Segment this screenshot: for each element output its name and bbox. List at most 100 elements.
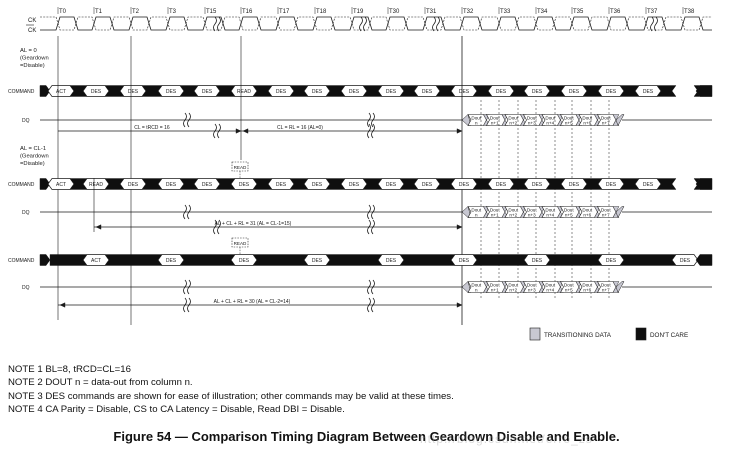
cmd-label-0-6: DES [276, 89, 287, 95]
cmd-label-0-4: DES [202, 89, 213, 95]
dq-dout-bottom-0-0: n [475, 121, 478, 126]
timing-arrowhead-0-1b [456, 128, 463, 134]
cmd-tail-1 [695, 178, 713, 190]
break-dq3-1-a [367, 279, 371, 295]
dq-dout-top-1-6: Dout [582, 208, 592, 213]
break-dq1-0-b [187, 112, 191, 128]
dq-dout-bottom-1-1: n+1 [491, 213, 499, 218]
cmd-label-2-6: DES [532, 258, 543, 264]
break-t1-b-b [371, 123, 375, 139]
dq-dout-top-2-7: Dout [601, 283, 611, 288]
cmd-box-0-2 [119, 85, 147, 97]
dq-dout-bottom-2-6: n+6 [583, 288, 591, 293]
clock-tick-T16: T16 [242, 9, 253, 15]
dq-dout-bottom-0-5: n+5 [565, 121, 573, 126]
clock-tick-T37: T37 [647, 9, 658, 15]
dq-dout-bottom-1-2: n+2 [509, 213, 517, 218]
cmd-box-0-10 [413, 85, 441, 97]
break-dq1-0-a [183, 112, 187, 128]
cmd-label-1-0: ACT [56, 182, 66, 188]
clock-tick-T35: T35 [573, 9, 584, 15]
clock-tick-T2: T2 [132, 9, 140, 15]
section1-label-0: AL = 0 [20, 48, 37, 54]
dq-dout-top-1-7: Dout [601, 208, 611, 213]
cmd-box-0-15 [597, 85, 625, 97]
timing-arrowhead-2-0a [59, 302, 66, 308]
cmd-label-1-3: DES [166, 182, 177, 188]
dq-dout-bottom-2-7: n+7 [602, 288, 610, 293]
dq-dout-bottom-2-5: n+5 [565, 288, 573, 293]
cmd-label-0-16: DES [643, 89, 654, 95]
cmd-label-0-7: DES [312, 89, 323, 95]
legend-transition-label: TRANSITIONING DATA [544, 332, 612, 339]
cmd-box-1-14 [560, 178, 588, 190]
break-t3-a-a [183, 297, 187, 313]
dq-label-1: DQ [22, 210, 30, 216]
cmd-fill-2-6 [545, 254, 603, 266]
read-ghost-2: READ [234, 241, 247, 246]
cmd-box-2-7 [597, 254, 625, 266]
cmd-box-1-7 [303, 178, 331, 190]
cmd-box-1-4 [193, 178, 221, 190]
cmd-box-1-11 [450, 178, 478, 190]
cmd-lead-0 [39, 85, 51, 97]
cmd-fill-2-2 [252, 254, 309, 266]
dq-dout-bottom-1-0: n [475, 213, 478, 218]
clock-tick-T31: T31 [426, 9, 437, 15]
cmd-label-1-14: DES [569, 182, 580, 188]
figure-caption: Figure 54 — Comparison Timing Diagram Be… [113, 429, 620, 444]
timing-text-1-0: AL + CL + RL = 31 (AL = CL-1=15) [215, 221, 292, 227]
cmd-label-0-15: DES [606, 89, 617, 95]
break-t2-b-a [367, 219, 371, 235]
note-2: NOTE 2 DOUT n = data-out from column n. [8, 377, 193, 389]
break-t2-b-b [371, 219, 375, 235]
cmd-label-2-0: ACT [91, 258, 101, 264]
clock-break-0-a [213, 16, 217, 32]
cmd-box-0-3 [157, 85, 185, 97]
dq-dout-top-2-0: Dout [471, 283, 481, 288]
cmd-label-2-3: DES [312, 258, 323, 264]
clock-break-1-b [363, 16, 367, 32]
dq-dout-bottom-1-3: n+3 [528, 213, 536, 218]
legend-dontcare-swatch [635, 327, 647, 341]
read-ghost-1: READ [234, 165, 247, 170]
timing-text-0-0: CL = tRCD = 16 [134, 125, 170, 131]
clock-tick-T17: T17 [279, 9, 290, 15]
dq-dout-bottom-0-6: n+6 [583, 121, 591, 126]
cmd-box-1-9 [377, 178, 405, 190]
note-1: NOTE 1 BL=8, tRCD=CL=16 [8, 364, 131, 375]
clock-break-3-b [654, 16, 658, 32]
cmd-box-1-16 [634, 178, 662, 190]
clock-tick-T19: T19 [353, 9, 364, 15]
clock-tick-T1: T1 [95, 9, 103, 15]
cmd-box-0-12 [487, 85, 515, 97]
clock-ck-n-wave [40, 16, 712, 31]
cmd-label-1-2: DES [128, 182, 139, 188]
cmd-label-1-12: DES [496, 182, 507, 188]
break-dq2-1-b [371, 204, 375, 220]
cmd-fill-2-7 [619, 254, 677, 266]
cmd-label-1-10: DES [422, 182, 433, 188]
cmd-label-0-12: DES [496, 89, 507, 95]
notes: NOTE 1 BL=8, tRCD=CL=16 NOTE 2 DOUT n = … [8, 363, 454, 417]
cmd-tail-2 [695, 254, 713, 266]
cmd-label-2-7: DES [606, 258, 617, 264]
clock-tick-T0: T0 [59, 9, 67, 15]
note-4: NOTE 4 CA Parity = Disable, CS to CA Lat… [8, 404, 345, 416]
cmd-label-0-11: DES [459, 89, 470, 95]
dq-dout-top-0-6: Dout [582, 116, 592, 121]
cmd-box-1-5 [230, 178, 258, 190]
dq-dout-top-2-4: Dout [545, 283, 555, 288]
dq-dout-top-2-3: Dout [527, 283, 537, 288]
cmd-box-1-8 [340, 178, 368, 190]
clock-ck-wave [40, 16, 712, 31]
cmd-box-2-4 [377, 254, 405, 266]
section1-label-2: =Disable) [20, 63, 45, 69]
cmd-label-0-8: DES [349, 89, 360, 95]
section2-label-2: =Disable) [20, 161, 45, 167]
cmd-label-1-9: DES [386, 182, 397, 188]
clock-break-3-a [650, 16, 654, 32]
break-dq2-0-a [183, 204, 187, 220]
break-dq3-1-b [371, 279, 375, 295]
ck-label: CK [28, 18, 36, 24]
